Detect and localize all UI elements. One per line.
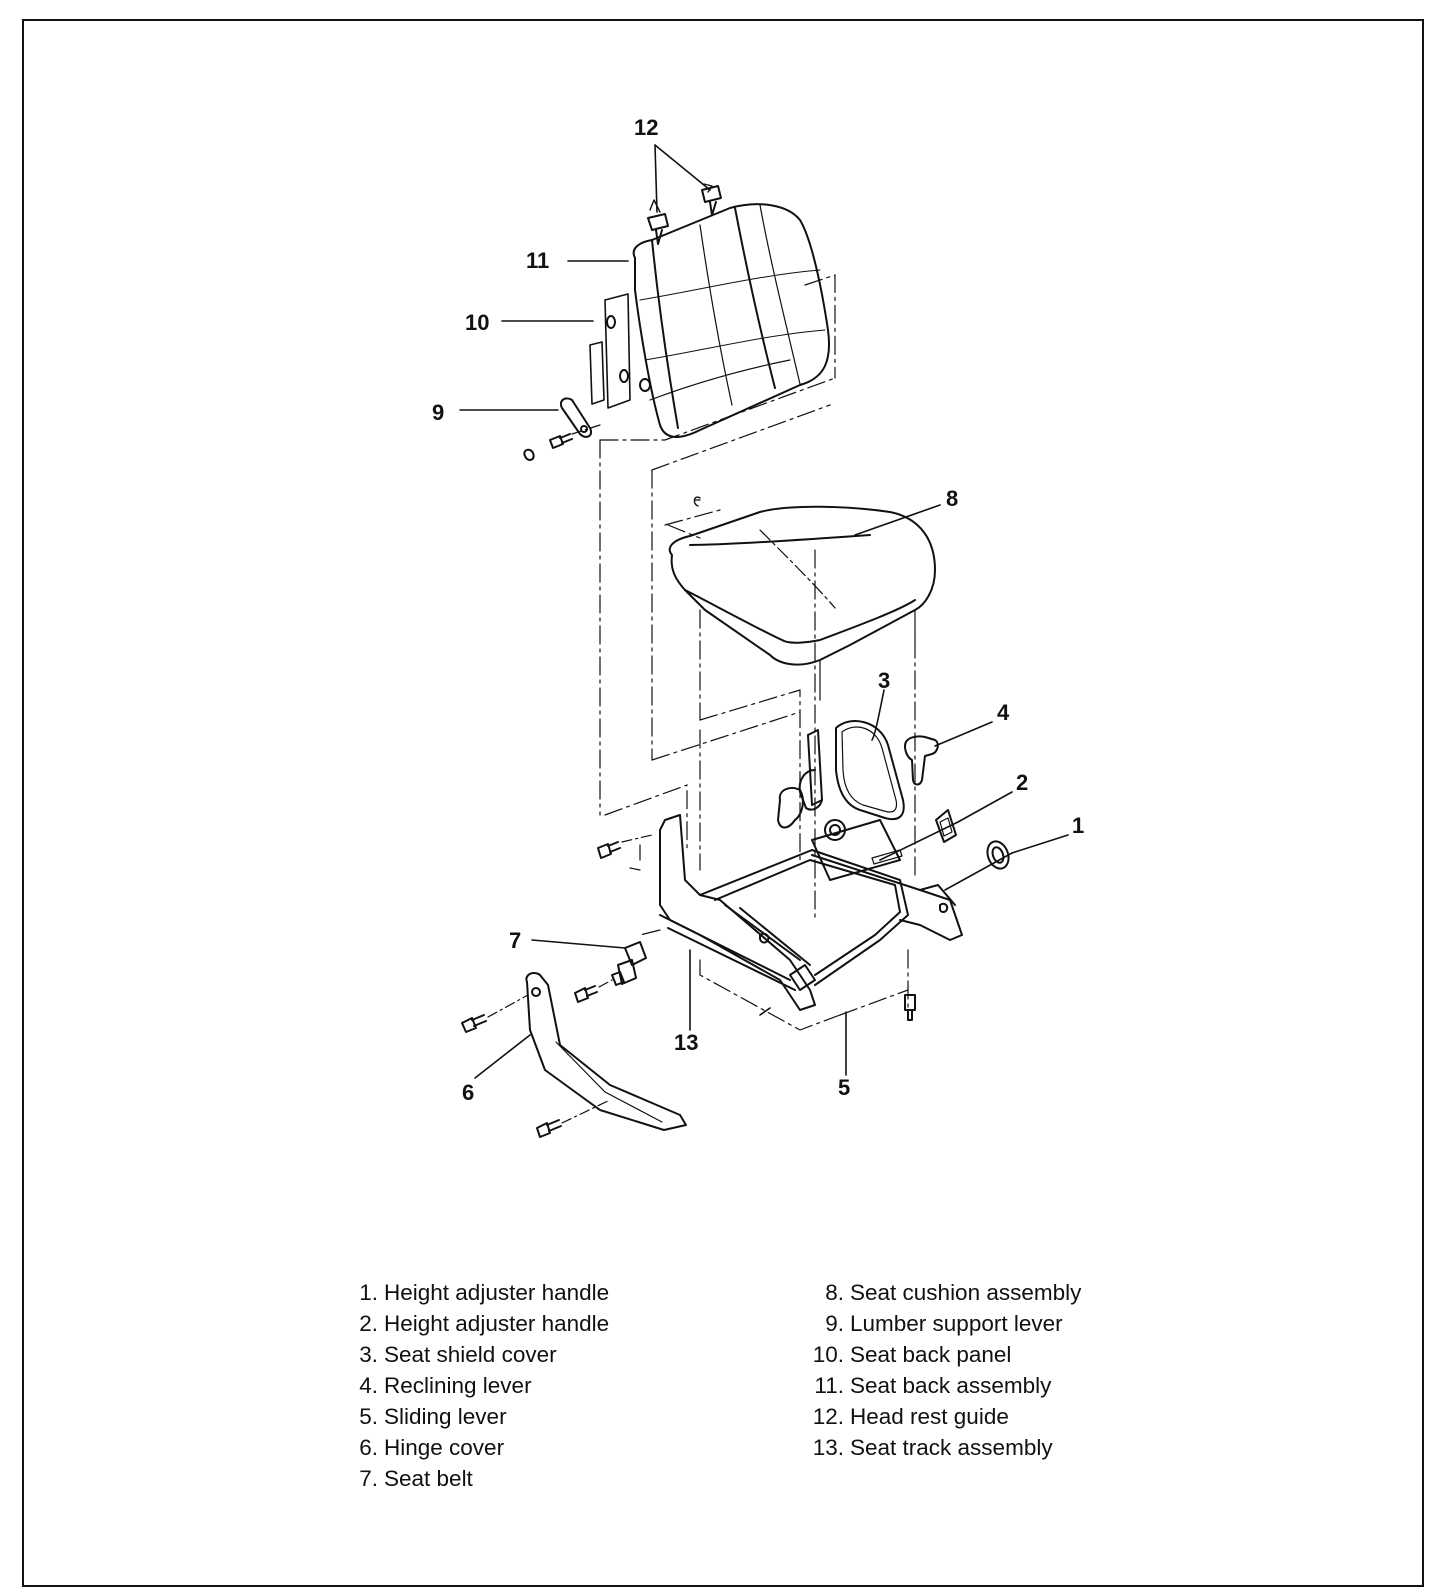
legend-text: Sliding lever bbox=[384, 1404, 507, 1429]
callout-4: 4 bbox=[997, 700, 1010, 725]
callout-2: 2 bbox=[1016, 770, 1028, 795]
fasteners-upper bbox=[523, 433, 573, 461]
track-projection bbox=[639, 929, 909, 1031]
legend-item: 2.Height adjuster handle bbox=[350, 1311, 609, 1337]
legend-item: 1.Height adjuster handle bbox=[350, 1280, 609, 1306]
callout-13: 13 bbox=[674, 1030, 698, 1055]
legend-item: 11.Seat back assembly bbox=[800, 1373, 1051, 1399]
legend-item: 3.Seat shield cover bbox=[350, 1342, 557, 1368]
seat-track-assembly bbox=[659, 814, 909, 1011]
callout-9: 9 bbox=[432, 400, 444, 425]
seat-back-projection bbox=[599, 274, 836, 816]
legend-item: 6.Hinge cover bbox=[350, 1435, 504, 1461]
legend-text: Seat back assembly bbox=[850, 1373, 1052, 1398]
legend-number: 3. bbox=[359, 1342, 378, 1367]
legend-text: Height adjuster handle bbox=[384, 1311, 610, 1336]
legend-number: 6. bbox=[359, 1435, 378, 1460]
legend-number: 13. bbox=[812, 1435, 844, 1460]
legend-text: Reclining lever bbox=[384, 1373, 532, 1398]
seat-back-assembly bbox=[632, 203, 830, 438]
callout-10: 10 bbox=[465, 310, 489, 335]
seat-back-panel bbox=[589, 293, 651, 409]
callout-11: 11 bbox=[526, 248, 549, 273]
height-adjuster-handle-2 bbox=[935, 809, 957, 843]
legend-text: Height adjuster handle bbox=[384, 1280, 610, 1305]
legend-item: 13.Seat track assembly bbox=[800, 1435, 1053, 1461]
legend-text: Lumber support lever bbox=[850, 1311, 1063, 1336]
callout-3: 3 bbox=[878, 668, 890, 693]
seat-belt bbox=[611, 941, 647, 986]
legend-number: 11. bbox=[814, 1373, 844, 1398]
callout-labels: 1 2 3 4 5 6 7 8 9 10 11 12 13 bbox=[432, 115, 1084, 1105]
legend-text: Seat track assembly bbox=[850, 1435, 1053, 1460]
legend-item: 10.Seat back panel bbox=[800, 1342, 1012, 1368]
leader-lines bbox=[459, 144, 1069, 1079]
legend-text: Seat belt bbox=[384, 1466, 473, 1491]
callout-5: 5 bbox=[838, 1075, 850, 1100]
legend-item: 7.Seat belt bbox=[350, 1466, 473, 1492]
legend-number: 8. bbox=[825, 1280, 844, 1305]
cushion-projection bbox=[604, 469, 801, 871]
seat-shield-cover bbox=[835, 720, 905, 820]
legend-item: 8.Seat cushion assembly bbox=[800, 1280, 1081, 1306]
seat-cushion-assembly bbox=[668, 505, 936, 701]
legend-number: 2. bbox=[359, 1311, 378, 1336]
callout-1: 1 bbox=[1072, 813, 1084, 838]
height-adjuster-handle-1 bbox=[986, 840, 1010, 870]
legend-item: 5.Sliding lever bbox=[350, 1404, 507, 1430]
fastener-alignment bbox=[487, 424, 653, 1124]
lumber-support-lever bbox=[560, 397, 592, 438]
callout-12: 12 bbox=[634, 115, 658, 140]
legend-item: 4.Reclining lever bbox=[350, 1373, 532, 1399]
head-rest-guides bbox=[647, 185, 722, 245]
callout-7: 7 bbox=[509, 928, 521, 953]
clip-small bbox=[693, 496, 701, 507]
legend-number: 7. bbox=[359, 1466, 378, 1491]
reclining-lever bbox=[904, 735, 939, 786]
legend-number: 1. bbox=[359, 1280, 378, 1305]
legend-number: 5. bbox=[359, 1404, 378, 1429]
seat-frame-mechanism bbox=[777, 729, 963, 941]
legend-text: Seat shield cover bbox=[384, 1342, 557, 1367]
legend-number: 10. bbox=[812, 1342, 844, 1367]
hinge-cover bbox=[525, 972, 687, 1131]
fasteners-lower bbox=[461, 841, 916, 1138]
callout-6: 6 bbox=[462, 1080, 474, 1105]
legend-text: Head rest guide bbox=[850, 1404, 1009, 1429]
vertical-projections bbox=[699, 549, 916, 1011]
legend-text: Seat back panel bbox=[850, 1342, 1012, 1367]
legend-number: 9. bbox=[825, 1311, 844, 1336]
legend-item: 9.Lumber support lever bbox=[800, 1311, 1063, 1337]
legend-number: 12. bbox=[812, 1404, 844, 1429]
legend-text: Hinge cover bbox=[384, 1435, 505, 1460]
callout-8: 8 bbox=[946, 486, 958, 511]
legend-text: Seat cushion assembly bbox=[850, 1280, 1082, 1305]
legend-number: 4. bbox=[359, 1373, 378, 1398]
legend-item: 12.Head rest guide bbox=[800, 1404, 1009, 1430]
figure-frame bbox=[22, 19, 1424, 1587]
